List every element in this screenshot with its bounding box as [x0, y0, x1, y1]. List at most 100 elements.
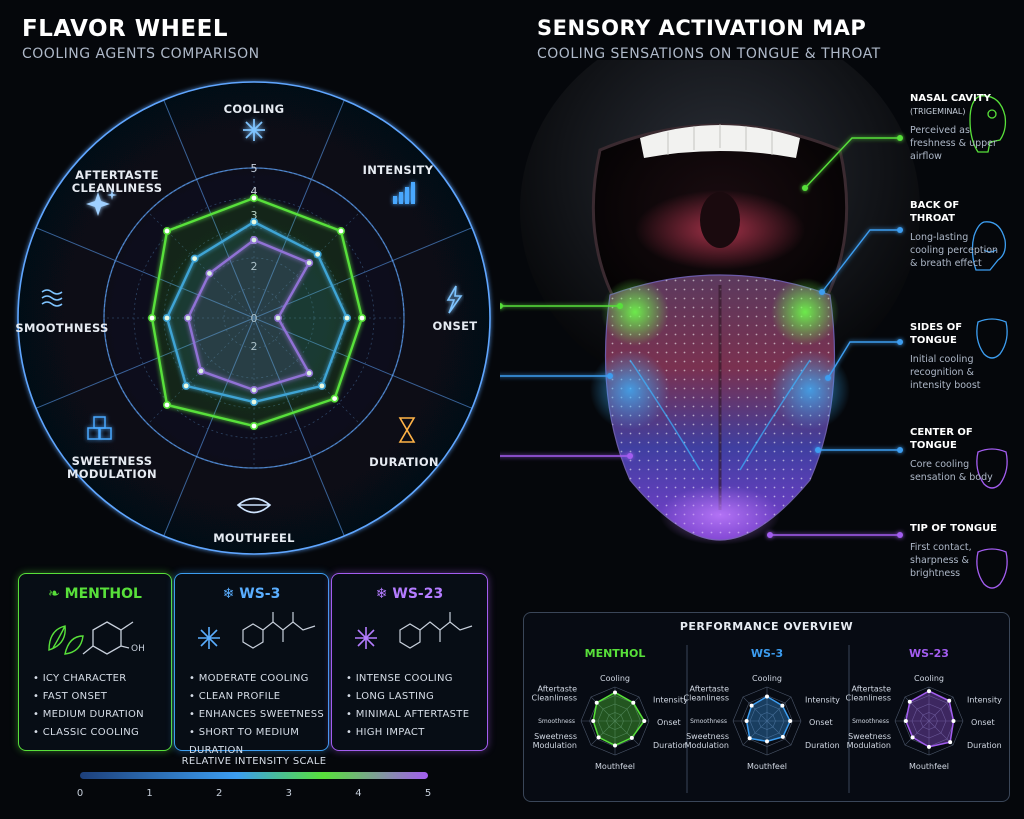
snowflake-icon [355, 627, 377, 649]
mini-spoke [766, 720, 792, 746]
menthol-structure: OH [48, 621, 145, 655]
series-point [357, 314, 366, 323]
scale-label: 3 [286, 788, 292, 799]
grid-ring [103, 167, 405, 469]
axis-label: DURATION [369, 455, 439, 469]
uvula [700, 192, 740, 248]
trait-item: LONG LASTING [346, 688, 469, 706]
scale-label: 4 [355, 788, 361, 799]
axis-label: SWEETNESS [72, 454, 153, 468]
leaves-icon [48, 625, 84, 655]
teeth-lines [667, 124, 773, 155]
mini-axis-label: Onset [971, 718, 995, 727]
trait-item: SHORT TO MEDIUM DURATION [189, 724, 328, 760]
sugar-cubes-icon [87, 416, 112, 440]
mini-series [592, 691, 646, 747]
zone-back-of-throat: BACK OF THROAT Long-lasting cooling perc… [910, 199, 1002, 270]
mini-spoke [904, 720, 930, 746]
axis-label: SMOOTHNESS [15, 321, 108, 335]
series-point [163, 400, 172, 409]
mini-axis-label: Intensity [805, 695, 840, 704]
mini-axis-label: Smoothness [852, 718, 889, 725]
mini-point [947, 698, 952, 703]
axis-label: COOLING [224, 102, 285, 116]
map-leaders [500, 135, 903, 538]
trait-item: MINIMAL AFTERTASTE [346, 706, 469, 724]
mini-point [951, 719, 956, 723]
tongue-icon [976, 318, 1008, 359]
sensory-map-title: SENSORY ACTIVATION MAP [537, 16, 867, 40]
snowflake-icon [198, 627, 220, 649]
mini-point [788, 719, 793, 723]
leader-dot [627, 453, 633, 459]
mini-axis-label: Modulation [847, 741, 891, 750]
mini-series [745, 695, 791, 743]
mini-axis-label: Mouthfeel [747, 762, 787, 771]
axis-label: CLEANLINESS [72, 181, 163, 195]
mini-point [948, 740, 953, 745]
flavor-wheel-subtitle: COOLING AGENTS COMPARISON [22, 46, 260, 62]
leader-dot [825, 375, 831, 381]
ws23-card-title: ❄ WS-23 [375, 586, 444, 602]
axis-label: ONSET [433, 319, 478, 333]
mini-point [629, 735, 634, 740]
leader-dot [767, 532, 773, 538]
trait-item: FAST ONSET [33, 688, 144, 706]
mini-axis-label: Cooling [914, 674, 944, 683]
tip-zone [660, 485, 780, 545]
zone-desc: Long-lasting cooling perception & breath… [910, 232, 999, 269]
leader-dot [607, 373, 613, 379]
mini-point [780, 734, 785, 739]
scale-label: 5 [425, 788, 431, 799]
mini-point [596, 735, 601, 740]
ws23-structure [355, 612, 473, 649]
mini-point [631, 700, 636, 705]
leader-line [804, 137, 900, 189]
mini-axis-label: Sweetness [534, 732, 577, 741]
snowflake-small-icon: ❄ [222, 586, 240, 602]
flavor-wheel: 5432202 COOLINGINTENSITYONSETDURATIONMOU… [15, 81, 491, 555]
mini-point [744, 719, 749, 723]
leader-dot [897, 135, 903, 141]
series-point [336, 227, 345, 236]
leader-dot [802, 185, 808, 191]
zone-title: CENTER OF TONGUE [910, 427, 973, 451]
mini-axis-label: Intensity [653, 695, 688, 704]
leader-dot [815, 447, 821, 453]
blue-zone-right [770, 350, 850, 430]
mini-spoke [614, 696, 640, 722]
scale-label: 1 [146, 788, 152, 799]
mini-axis-label: Modulation [685, 741, 729, 750]
trait-item: MEDIUM DURATION [33, 706, 144, 724]
series-point [163, 227, 172, 236]
leader-line [821, 229, 900, 293]
intensity-scale-title: RELATIVE INTENSITY SCALE [181, 756, 327, 767]
menthol-traits: ICY CHARACTER FAST ONSET MEDIUM DURATION… [33, 670, 144, 742]
menthol-card-title: ❧ MENTHOL [48, 586, 142, 602]
mini-axis-label: Sweetness [686, 732, 729, 741]
mini-point [907, 699, 912, 704]
axis-label: MODULATION [67, 467, 157, 481]
mini-point [749, 703, 754, 708]
leader-dot [897, 227, 903, 233]
mini-point [903, 719, 908, 723]
leader-dot [819, 289, 825, 295]
zone-nasal-cavity: NASAL CAVITY (TRIGEMINAL) Perceived as f… [910, 92, 1002, 163]
wheel-icons [41, 119, 463, 514]
mini-point [594, 700, 599, 705]
zone-title: TIP OF TONGUE [910, 523, 998, 534]
mini-axis-label: Duration [805, 741, 840, 750]
performance-charts: MENTHOLCoolingIntensityOnsetDurationMout… [532, 645, 1002, 793]
menthol-card: ❧ MENTHOL OH ICY CHARACTER FAST ONSET ME… [18, 573, 172, 751]
mini-spoke [742, 696, 768, 722]
wheel-labels: COOLINGINTENSITYONSETDURATIONMOUTHFEELSW… [15, 102, 477, 545]
sparkle-icon [86, 190, 117, 216]
mini-axis-label: Sweetness [848, 732, 891, 741]
mini-spoke [590, 720, 616, 746]
mini-spoke [766, 696, 792, 722]
mini-point [642, 719, 647, 723]
series-menthol-polygon [150, 196, 364, 428]
ws3-card: ❄ WS-3 MODERATE COOLING CLEAN PROFILE EN… [174, 573, 329, 756]
